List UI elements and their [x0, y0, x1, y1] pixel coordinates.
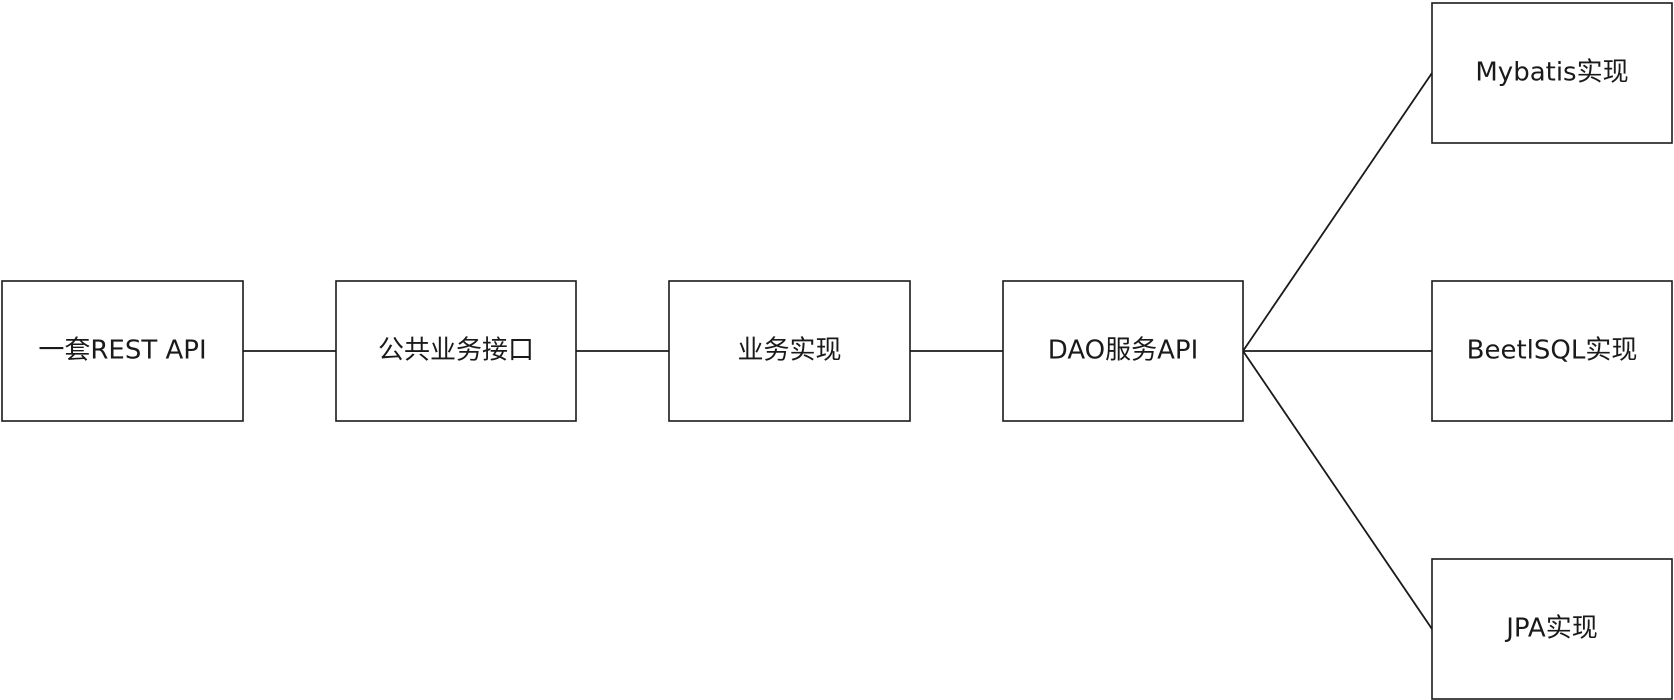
node-mybatis-impl: Mybatis实现: [1431, 2, 1673, 144]
node-label-beetlsql-impl: BeetlSQL实现: [1467, 336, 1638, 366]
node-label-mybatis-impl: Mybatis实现: [1475, 58, 1628, 88]
node-box-business-impl: [668, 280, 911, 422]
node-box-dao-api: [1002, 280, 1244, 422]
node-box-public-interface: [335, 280, 577, 422]
node-label-jpa-impl: JPA实现: [1504, 614, 1597, 644]
node-box-jpa-impl: [1431, 558, 1673, 700]
node-label-rest-api: 一套REST API: [38, 336, 206, 366]
node-dao-api: DAO服务API: [1002, 280, 1244, 422]
edge-dao-api-to-mybatis-impl: [1242, 72, 1433, 352]
node-box-beetlsql-impl: [1431, 280, 1673, 422]
node-public-interface: 公共业务接口: [335, 280, 577, 422]
node-box-mybatis-impl: [1431, 2, 1673, 144]
node-label-dao-api: DAO服务API: [1048, 336, 1199, 366]
edges-layer: [243, 72, 1433, 630]
node-box-rest-api: [1, 280, 244, 422]
node-jpa-impl: JPA实现: [1431, 558, 1673, 700]
node-label-business-impl: 业务实现: [737, 336, 841, 366]
edge-dao-api-to-jpa-impl: [1242, 350, 1433, 630]
node-label-public-interface: 公共业务接口: [378, 336, 534, 366]
node-beetlsql-impl: BeetlSQL实现: [1431, 280, 1673, 422]
node-business-impl: 业务实现: [668, 280, 911, 422]
node-rest-api: 一套REST API: [1, 280, 244, 422]
